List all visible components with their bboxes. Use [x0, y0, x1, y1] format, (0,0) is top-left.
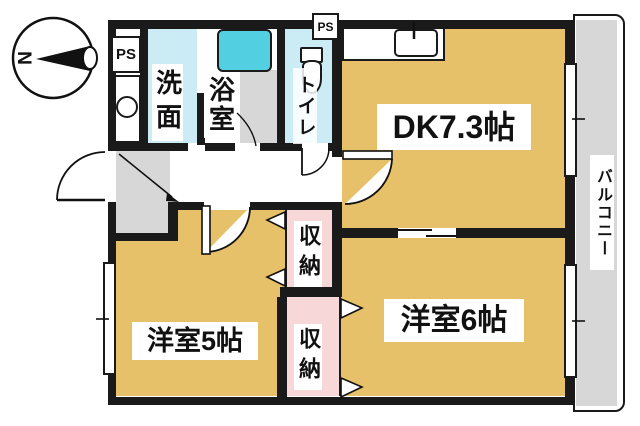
compass-arrow	[36, 46, 90, 71]
closet-lower-edge	[339, 297, 341, 396]
bathroom-label: 浴室	[204, 72, 237, 138]
window-dk-balcony	[564, 63, 577, 177]
wall-left-c	[108, 374, 116, 397]
ps-top-label: PS	[317, 19, 334, 34]
wall-closet-divider	[280, 287, 342, 297]
ps-top-box: PS	[312, 13, 339, 40]
wall-dk-w6-b	[455, 228, 573, 238]
compass-north-label: N	[13, 51, 34, 65]
wall-toilet-dk-b	[332, 205, 342, 297]
wall-utility	[140, 28, 148, 143]
wall-genkan-bottom	[108, 233, 178, 241]
washroom-label: 洗面	[152, 64, 183, 141]
storage-upper-label: 収納	[294, 221, 322, 287]
wall-left-b	[108, 202, 116, 264]
wall-washblock-a	[108, 143, 188, 151]
washer-drain-circle	[116, 96, 138, 118]
wall-washblock-b	[205, 143, 235, 151]
window-west6-balcony	[564, 264, 577, 378]
closet-upper-edge	[285, 210, 287, 287]
wall-bottom	[108, 397, 573, 405]
sliding-door-gap	[398, 228, 456, 238]
balcony-label: バルコニー	[590, 155, 614, 270]
storage-lower-label: 収納	[294, 324, 322, 390]
dk-label: DK7.3帖	[377, 104, 531, 150]
western5-label: 洋室5帖	[132, 322, 258, 360]
entrance-door-arc	[56, 151, 106, 201]
wall-washblock-c	[260, 143, 302, 151]
compass-tail-ring	[82, 46, 98, 70]
bathtub	[217, 29, 272, 72]
western6-label: 洋室6帖	[384, 299, 524, 342]
wall-left-a	[108, 20, 116, 150]
window-west5-left	[103, 262, 116, 375]
wall-toilet-dk-a	[332, 20, 342, 157]
wall-dk-w6-a	[332, 228, 400, 238]
wall-genkan-stub	[168, 202, 178, 241]
wall-hall-a	[168, 202, 204, 210]
wall-w5-closet	[277, 297, 287, 397]
genkan-entry-floor	[116, 150, 170, 233]
ps-left-box: PS	[111, 36, 141, 73]
ps-left-label: PS	[115, 46, 136, 63]
wall-hall-b	[250, 202, 342, 210]
kitchen-sink	[394, 29, 438, 57]
wall-right-c	[565, 377, 573, 397]
toilet-label: トイレ	[293, 68, 317, 144]
bathroom-wet-area	[240, 70, 277, 143]
wall-wash-bath	[197, 93, 205, 145]
wall-right-a	[565, 20, 573, 65]
wall-right-b	[565, 175, 573, 266]
wall-bath-toilet	[277, 28, 285, 143]
